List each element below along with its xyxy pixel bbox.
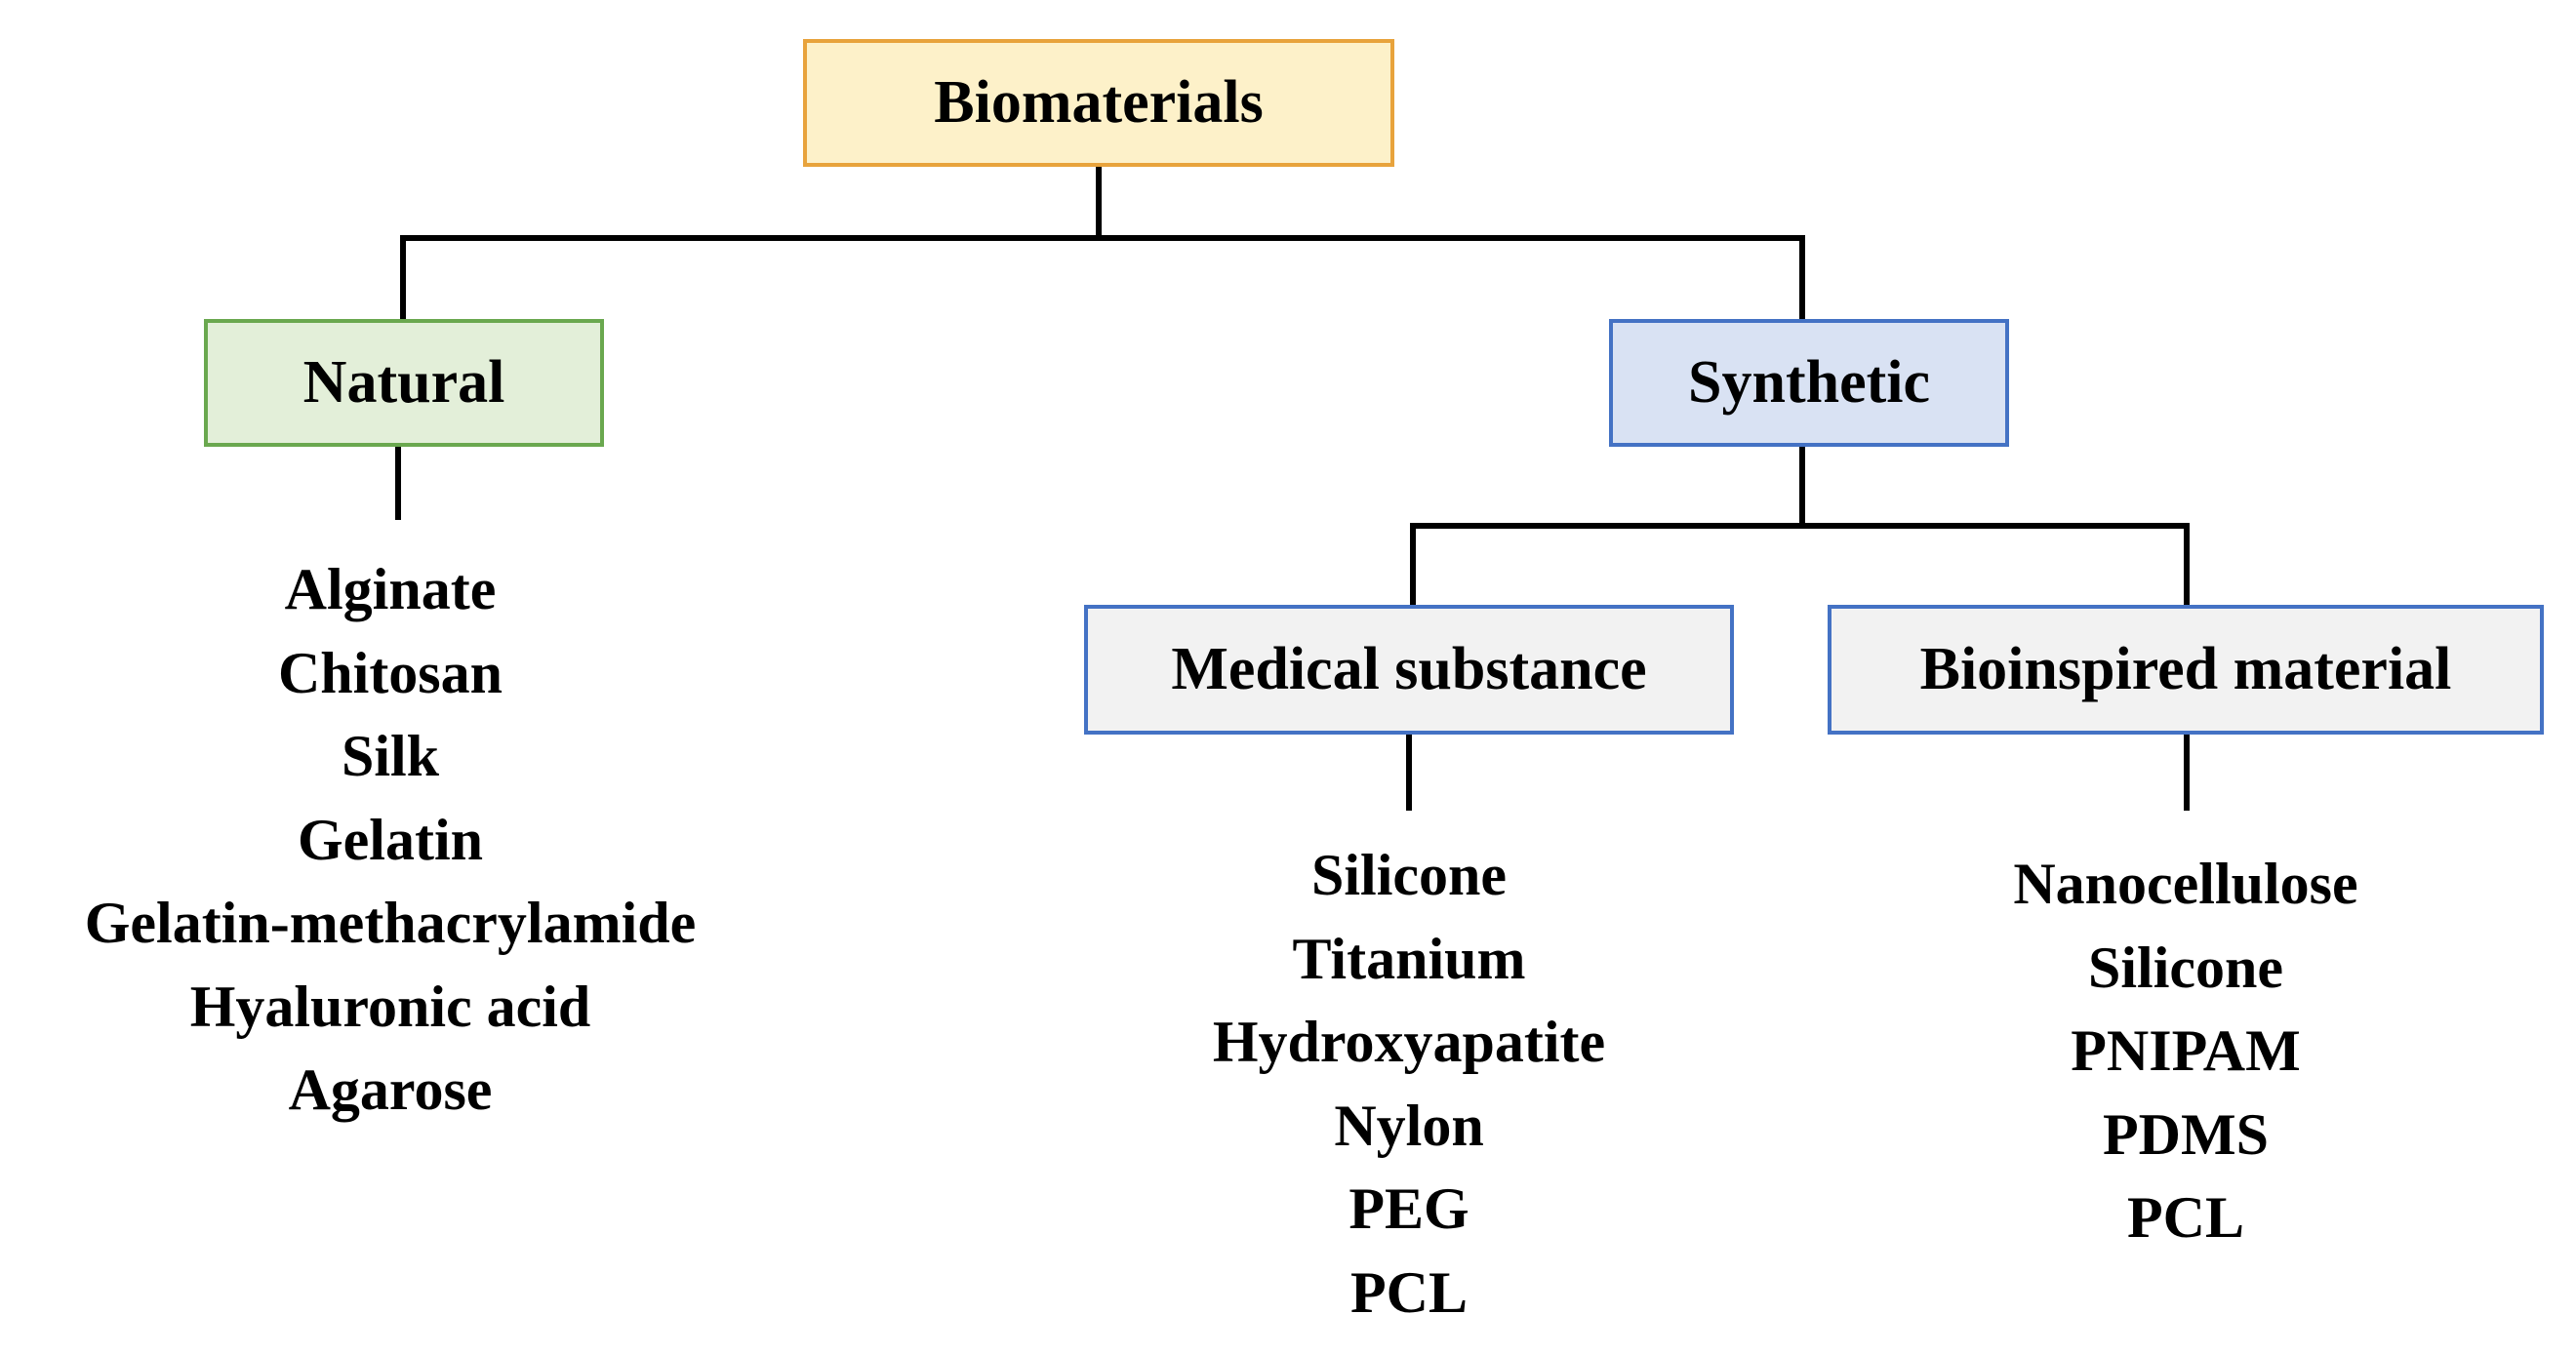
list-item: Nylon bbox=[1334, 1093, 1484, 1158]
list-item: PCL bbox=[2127, 1185, 2244, 1250]
list-item: Hyaluronic acid bbox=[189, 974, 591, 1039]
list-item: PNIPAM bbox=[2071, 1018, 2301, 1083]
list-item: Agarose bbox=[288, 1057, 493, 1122]
natural-materials-list: Alginate Chitosan Silk Gelatin Gelatin-m… bbox=[0, 548, 781, 1133]
node-bioinspired-material: Bioinspired material bbox=[1828, 605, 2544, 735]
list-item: Alginate bbox=[284, 557, 497, 621]
node-natural: Natural bbox=[204, 319, 604, 447]
list-item: PDMS bbox=[2103, 1101, 2269, 1167]
list-item: Chitosan bbox=[277, 640, 503, 705]
list-item: Gelatin bbox=[298, 807, 483, 872]
list-item: PCL bbox=[1350, 1259, 1468, 1325]
list-item: Silicone bbox=[1310, 843, 1507, 907]
list-item: Silicone bbox=[2087, 935, 2283, 1000]
node-synthetic: Synthetic bbox=[1609, 319, 2009, 447]
list-item: PEG bbox=[1348, 1176, 1469, 1241]
list-item: Hydroxyapatite bbox=[1212, 1010, 1606, 1074]
bioinspired-material-list: Nanocellulose Silicone PNIPAM PDMS PCL bbox=[1893, 843, 2478, 1260]
list-item: Silk bbox=[341, 724, 440, 788]
list-item: Nanocellulose bbox=[2013, 852, 2358, 916]
node-biomaterials: Biomaterials bbox=[803, 39, 1394, 167]
list-item: Gelatin-methacrylamide bbox=[84, 891, 697, 955]
medical-substance-list: Silicone Titanium Hydroxyapatite Nylon P… bbox=[1116, 834, 1702, 1334]
list-item: Titanium bbox=[1292, 926, 1526, 991]
node-medical-substance: Medical substance bbox=[1084, 605, 1734, 735]
